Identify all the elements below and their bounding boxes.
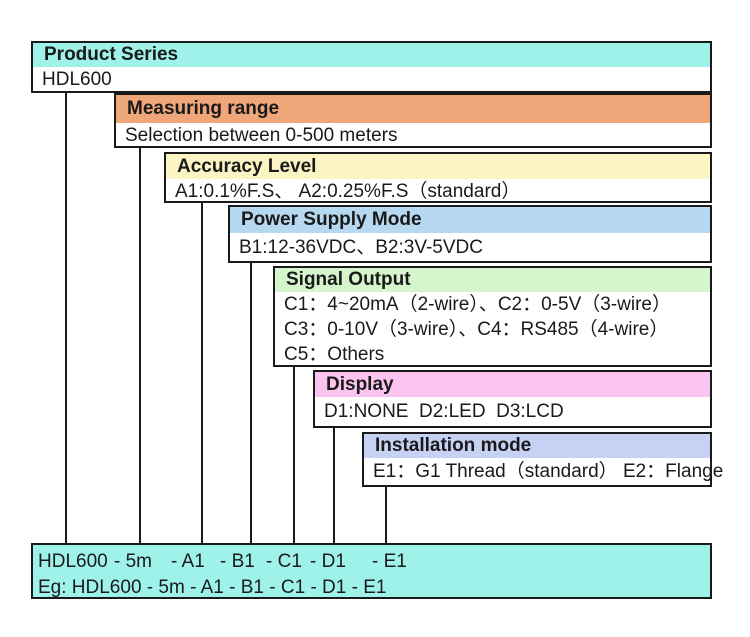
connector-line-measuring-range	[139, 148, 141, 543]
accuracy-level-header: Accuracy Level	[166, 154, 710, 179]
product-series-header: Product Series	[33, 43, 710, 67]
installation-mode-value: E1：G1 Thread（standard） E2：Flange	[373, 461, 724, 482]
accuracy-level-box: Accuracy Level A1:0.1%F.S、 A2:0.25%F.S（s…	[164, 152, 712, 203]
accuracy-level-body: A1:0.1%F.S、 A2:0.25%F.S（standard）	[166, 179, 710, 204]
signal-output-option-line-2: C3：0-10V（3-wire）、C4：RS485（4-wire）	[284, 319, 669, 340]
connector-line-accuracy-level	[201, 203, 203, 543]
display-box: Display D1:NONE D2:LED D3:LCD	[313, 370, 712, 428]
product-series-value: HDL600	[42, 69, 112, 90]
product-series-box: Product Series HDL600	[31, 41, 712, 93]
code-segment-series: HDL600	[38, 551, 108, 572]
power-supply-mode-header: Power Supply Mode	[230, 207, 710, 233]
code-segment-display: - D1	[310, 551, 346, 572]
connector-line-product-series	[65, 93, 67, 543]
measuring-range-box: Measuring range Selection between 0-500 …	[114, 93, 712, 148]
installation-mode-body: E1：G1 Thread（standard） E2：Flange	[364, 458, 724, 485]
connector-line-power-supply	[250, 263, 252, 543]
connector-line-installation-mode	[385, 487, 387, 543]
power-supply-mode-box: Power Supply Mode B1:12-36VDC、B2:3V-5VDC	[228, 205, 712, 263]
code-segment-signal: - C1	[266, 551, 302, 572]
signal-output-header: Signal Output	[275, 268, 710, 292]
installation-mode-header: Installation mode	[364, 434, 710, 458]
code-segment-power: - B1	[220, 551, 255, 572]
measuring-range-value: Selection between 0-500 meters	[125, 125, 398, 146]
measuring-range-body: Selection between 0-500 meters	[116, 123, 710, 148]
signal-output-option-line-3: C5：Others	[284, 344, 385, 365]
connector-line-signal-output	[293, 367, 295, 543]
product-series-body: HDL600	[33, 67, 710, 92]
order-code-example: Eg: HDL600 - 5m - A1 - B1 - C1 - D1 - E1	[38, 577, 387, 598]
display-value: D1:NONE D2:LED D3:LCD	[324, 401, 564, 422]
accuracy-level-value: A1:0.1%F.S、 A2:0.25%F.S（standard）	[175, 181, 521, 202]
power-supply-mode-value: B1:12-36VDC、B2:3V-5VDC	[239, 236, 483, 258]
code-segment-range: - 5m	[114, 551, 152, 572]
installation-mode-box: Installation mode E1：G1 Thread（standard）…	[362, 432, 724, 487]
display-header: Display	[315, 372, 710, 397]
signal-output-option-line-1: C1：4~20mA（2-wire）、C2：0-5V（3-wire）	[284, 294, 671, 315]
code-segment-installation: - E1	[372, 551, 407, 572]
measuring-range-header: Measuring range	[116, 95, 710, 123]
connector-line-display	[333, 428, 335, 543]
power-supply-mode-body: B1:12-36VDC、B2:3V-5VDC	[230, 233, 710, 261]
signal-output-box: Signal Output C1：4~20mA（2-wire）、C2：0-5V（…	[273, 266, 712, 367]
code-segment-accuracy: - A1	[171, 551, 205, 572]
signal-output-body: C1：4~20mA（2-wire）、C2：0-5V（3-wire） C3：0-1…	[275, 292, 710, 367]
display-body: D1:NONE D2:LED D3:LCD	[315, 397, 710, 426]
order-code-bar: HDL600 - 5m - A1 - B1 - C1 - D1 - E1 Eg:…	[31, 543, 712, 599]
